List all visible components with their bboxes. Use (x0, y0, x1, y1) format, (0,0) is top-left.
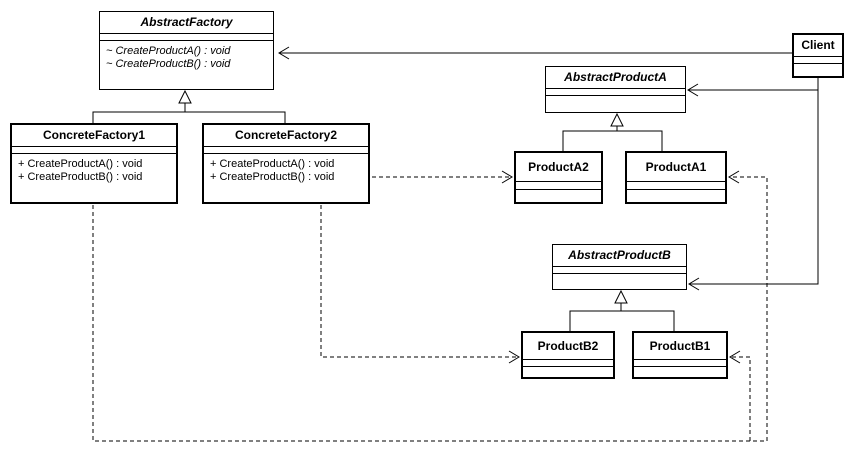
attributes-compartment (12, 146, 176, 153)
generalization-arrowhead-abstractproducta (610, 112, 624, 127)
arrowhead-abstractfactory (278, 46, 290, 60)
attributes-compartment (516, 181, 601, 189)
operation: ~ CreateProductA() : void (106, 45, 231, 57)
dependency-concretefactory1-producta1 (92, 176, 768, 442)
attributes-compartment (523, 359, 613, 366)
class-name: ConcreteFactory1 (42, 128, 146, 142)
operations-compartment (794, 63, 842, 76)
class-abstract-factory: AbstractFactory ~ CreateProductA() : voi… (99, 11, 274, 90)
operations-compartment (523, 366, 613, 377)
class-product-a2: ProductA2 (514, 151, 603, 204)
generalization-arrowhead-abstractfactory (178, 89, 192, 104)
class-name: AbstractProductB (568, 248, 671, 262)
operation: + CreateProductB() : void (18, 171, 143, 183)
attributes-compartment (553, 266, 686, 273)
class-product-a1: ProductA1 (625, 151, 727, 204)
operation: + CreateProductB() : void (210, 171, 335, 183)
operations-compartment (546, 95, 685, 112)
arrowhead-abstractproducta (687, 83, 699, 97)
operations-compartment (627, 189, 725, 202)
operation: + CreateProductA() : void (210, 158, 335, 170)
attributes-compartment (627, 181, 725, 189)
attributes-compartment (634, 359, 726, 366)
attributes-compartment (794, 56, 842, 63)
arrowhead-producta1 (728, 170, 740, 184)
dependency-concretefactory2-productb2 (320, 205, 519, 358)
class-client: Client (792, 33, 844, 78)
class-product-b2: ProductB2 (521, 331, 615, 379)
association-client-abstractproductb (689, 90, 819, 285)
class-name: Client (801, 38, 835, 52)
operations-compartment: + CreateProductA() : void + CreateProduc… (12, 153, 176, 202)
association-client-abstractproducta (688, 78, 819, 91)
attributes-compartment (100, 33, 273, 40)
class-name: ProductB1 (649, 339, 711, 353)
operations-compartment: + CreateProductA() : void + CreateProduc… (204, 153, 368, 202)
attributes-compartment (546, 88, 685, 95)
operations-compartment: ~ CreateProductA() : void ~ CreateProduc… (100, 40, 273, 89)
class-name: ProductB2 (537, 339, 599, 353)
class-abstract-product-a: AbstractProductA (545, 66, 686, 113)
class-name: ProductA2 (528, 160, 589, 174)
arrowhead-productb1 (729, 350, 741, 364)
class-name: AbstractFactory (140, 15, 233, 29)
class-name: ProductA1 (645, 160, 707, 174)
generalization-concretefactory1 (92, 111, 185, 123)
operations-compartment (516, 189, 601, 202)
class-product-b1: ProductB1 (632, 331, 728, 379)
class-name: AbstractProductA (564, 70, 667, 84)
dependency-concretefactory1-productb1 (730, 356, 751, 441)
generalization-concretefactory2 (185, 111, 286, 123)
class-abstract-product-b: AbstractProductB (552, 244, 687, 290)
generalization-producta2 (562, 130, 663, 151)
arrowhead-abstractproductb (688, 277, 700, 291)
operations-compartment (553, 273, 686, 289)
arrowhead-productb2 (508, 350, 520, 364)
arrowhead-producta2 (501, 170, 513, 184)
operation: + CreateProductA() : void (18, 158, 143, 170)
class-name: ConcreteFactory2 (234, 128, 338, 142)
attributes-compartment (204, 146, 368, 153)
class-concrete-factory-2: ConcreteFactory2 + CreateProductA() : vo… (202, 123, 370, 204)
generalization-productb2 (569, 310, 675, 331)
operation: ~ CreateProductB() : void (106, 58, 231, 70)
class-concrete-factory-1: ConcreteFactory1 + CreateProductA() : vo… (10, 123, 178, 204)
operations-compartment (634, 366, 726, 377)
generalization-arrowhead-abstractproductb (614, 289, 628, 304)
